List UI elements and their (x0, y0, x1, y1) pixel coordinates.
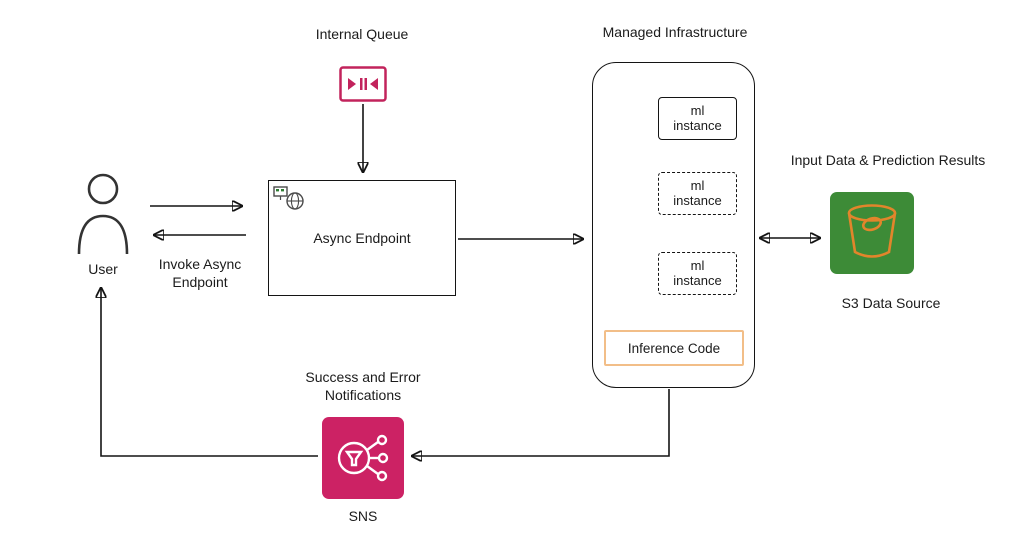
input-data-prediction-label: Input Data & Prediction Results (790, 152, 986, 168)
ml-instance-3-line1: ml (690, 257, 705, 273)
managed-infrastructure-label: Managed Infrastructure (602, 24, 748, 40)
invoke-label-line2: Endpoint (172, 273, 228, 290)
inference-code-label: Inference Code (627, 340, 721, 356)
internal-queue-label: Internal Queue (315, 26, 409, 42)
ml-instance-box-3: ml instance (658, 252, 737, 295)
invoke-label-line1: Invoke Async (158, 256, 242, 272)
internal-queue-icon (339, 66, 387, 102)
user-icon (76, 172, 130, 256)
async-endpoint-label: Async Endpoint (313, 230, 411, 246)
managed-infrastructure-box (592, 62, 755, 388)
ml-instance-box-1: ml instance (658, 97, 737, 140)
sns-notification-icon (322, 417, 404, 499)
ml-instance-box-2: ml instance (658, 172, 737, 215)
invoke-async-endpoint-label: Invoke Async Endpoint (140, 256, 260, 291)
arrow-sns-to-user (101, 288, 318, 457)
arrow-infrastructure-to-sns (412, 389, 670, 456)
ml-instance-3-line2: instance (673, 272, 722, 288)
sns-label: SNS (348, 508, 378, 524)
async-endpoint-box: Async Endpoint (268, 180, 456, 296)
ml-instance-1-line1: ml (690, 102, 705, 118)
ml-instance-1-line2: instance (673, 117, 722, 133)
ml-instance-2-line1: ml (690, 177, 705, 193)
s3-bucket-icon (830, 192, 914, 274)
notifications-label-line1: Success and Error (305, 369, 421, 385)
s3-data-source-label: S3 Data Source (841, 295, 941, 311)
notifications-label-line2: Notifications (324, 386, 402, 403)
ml-instance-2-line2: instance (673, 192, 722, 208)
endpoint-globe-icon (272, 184, 308, 212)
inference-code-box: Inference Code (604, 330, 744, 366)
user-label: User (88, 261, 118, 277)
notifications-label: Success and Error Notifications (288, 369, 438, 404)
